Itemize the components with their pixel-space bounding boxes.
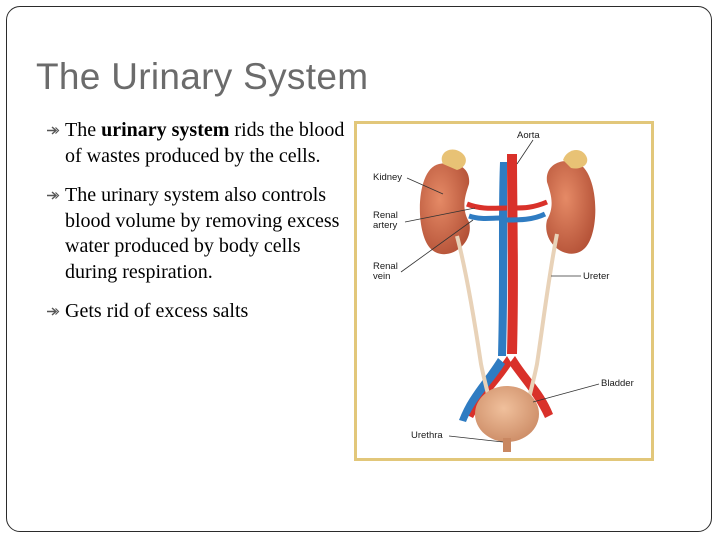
label-urethra: Urethra — [411, 430, 443, 441]
bullet-item: Gets rid of excess salts — [46, 299, 346, 325]
bullet-arrow-icon — [47, 191, 60, 200]
bullet-text: The urinary system also controls blood v… — [65, 184, 340, 283]
label-kidney: Kidney — [373, 172, 402, 183]
slide-frame — [6, 6, 712, 532]
vena-cava-shape — [498, 162, 508, 356]
bullet-arrow-icon — [47, 126, 60, 135]
label-renal-artery-line1: Renal — [373, 210, 398, 221]
bullet-text-prefix: The — [65, 119, 102, 141]
bullet-item: The urinary system also controls blood v… — [46, 183, 346, 285]
urinary-system-illustration: Aorta Kidney Renal artery Renal vein Ure… — [354, 121, 654, 461]
bladder-shape — [475, 386, 539, 442]
slide-title: The Urinary System — [36, 56, 369, 97]
label-renal-vein-line2: vein — [373, 271, 390, 282]
bullet-item: The urinary system rids the blood of was… — [46, 118, 346, 169]
label-bladder: Bladder — [601, 378, 634, 389]
label-renal-artery-line2: artery — [373, 220, 398, 231]
bullet-text-bold: urinary system — [101, 119, 230, 141]
bullet-arrow-icon — [47, 307, 60, 316]
bullet-text: Gets rid of excess salts — [65, 300, 249, 322]
bullet-list: The urinary system rids the blood of was… — [46, 118, 346, 339]
label-renal-vein-line1: Renal — [373, 261, 398, 272]
label-aorta: Aorta — [517, 130, 540, 141]
urinary-diagram-svg: Aorta Kidney Renal artery Renal vein Ure… — [373, 130, 634, 452]
label-ureter: Ureter — [583, 271, 609, 282]
left-ureter-shape — [455, 235, 493, 409]
aorta-shape — [507, 154, 518, 354]
right-kidney-shape — [546, 160, 596, 254]
bullet-text-rest: rids the blood of wastes produced by the… — [65, 119, 345, 167]
right-ureter-shape — [525, 233, 559, 409]
